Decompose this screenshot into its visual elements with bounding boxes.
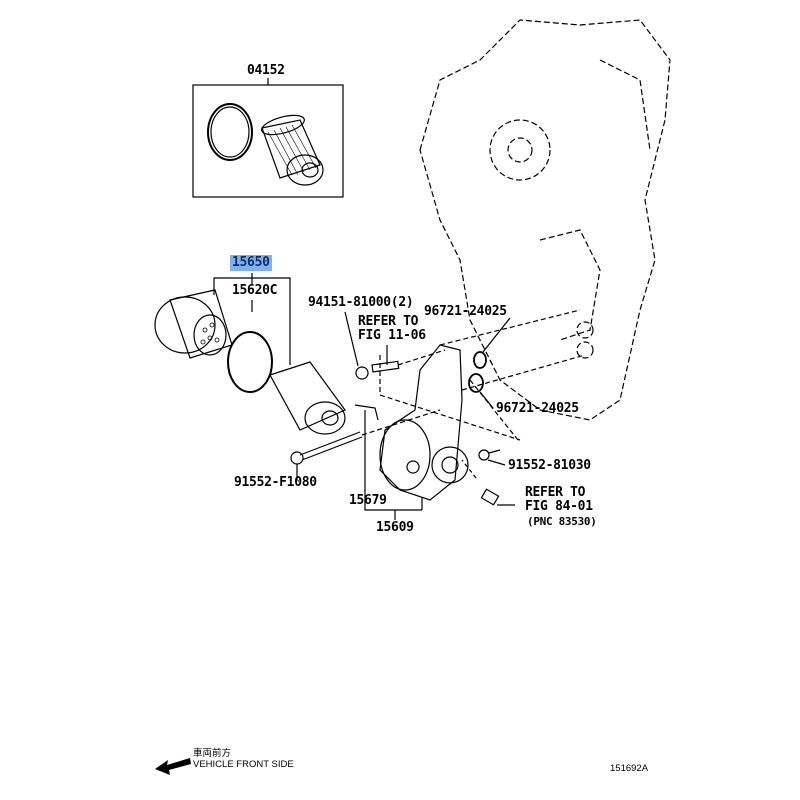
- refer-fig-84-01-line2[interactable]: FIG 84-01: [525, 499, 593, 514]
- engine-block-drawing: [419, 19, 671, 421]
- part-label-15650-highlighted[interactable]: 15650: [230, 255, 272, 271]
- oil-filter-assy-bracket: [213, 273, 291, 365]
- front-arrow-icon: [155, 758, 191, 775]
- part-label-91552-f1080[interactable]: 91552-F1080: [234, 475, 317, 490]
- part-label-15620c[interactable]: 15620C: [232, 283, 278, 298]
- part-label-96721-24025-lower[interactable]: 96721-24025: [496, 401, 579, 416]
- oil-filter-bracket-drawing: [354, 344, 521, 520]
- vehicle-front-jp: 車両前方: [193, 748, 232, 759]
- refer-pnc-83530: (PNC 83530): [527, 515, 597, 528]
- vehicle-front-side: VEHICLE FRONT SIDE: [193, 759, 294, 770]
- part-label-04152[interactable]: 04152: [247, 63, 285, 78]
- oil-filter-cap-drawing: [154, 289, 233, 359]
- part-label-96721-24025-upper[interactable]: 96721-24025: [424, 304, 507, 319]
- oil-filter-kit-box: [192, 78, 344, 198]
- o-ring-upper: [473, 351, 487, 369]
- part-label-15679[interactable]: 15679: [349, 493, 387, 508]
- refer-fig-11-06-line2[interactable]: FIG 11-06: [358, 328, 426, 343]
- oil-filter-o-ring: [227, 331, 273, 393]
- part-label-94151-81000[interactable]: 94151-81000(2): [308, 295, 414, 310]
- bolt-94151: [344, 311, 446, 380]
- refer-fig-11-06-line1[interactable]: REFER TO: [358, 314, 419, 329]
- part-label-91552-81030[interactable]: 91552-81030: [508, 458, 591, 473]
- bolt-91552-81030: [478, 449, 506, 466]
- part-label-15609[interactable]: 15609: [376, 520, 414, 535]
- oil-filter-element: [269, 361, 346, 435]
- long-bolt: [290, 409, 441, 480]
- refer-fig-84-01-line1[interactable]: REFER TO: [525, 485, 586, 500]
- o-ring-lower: [468, 373, 484, 393]
- figure-id: 151692A: [610, 763, 649, 774]
- oil-pressure-sensor: [461, 459, 515, 506]
